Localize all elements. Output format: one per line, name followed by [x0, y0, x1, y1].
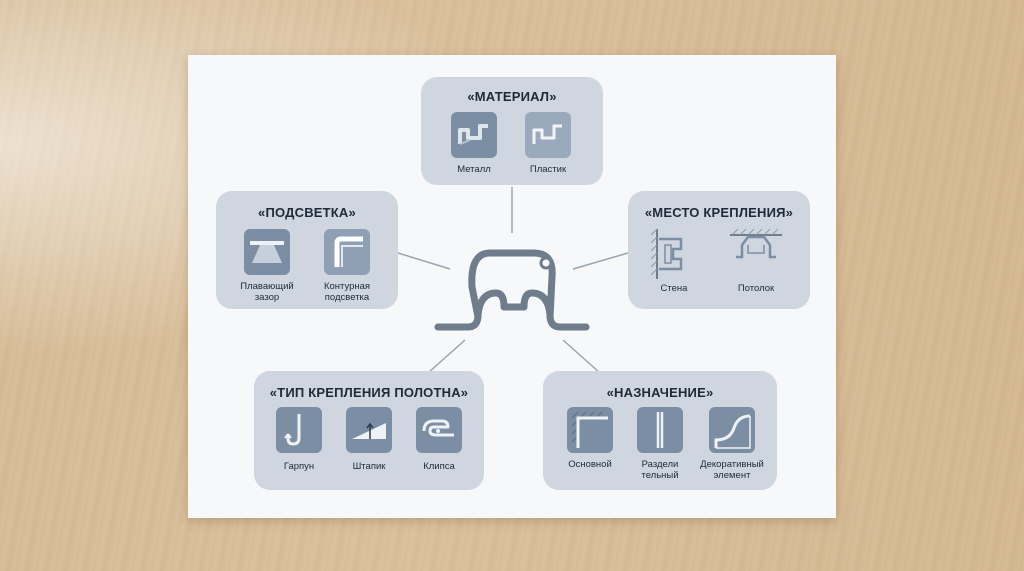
profile-icon: [434, 249, 590, 331]
mount-place-title: «МЕСТО КРЕПЛЕНИЯ»: [644, 205, 794, 220]
mount-place-card: «МЕСТО КРЕПЛЕНИЯ» Стена: [628, 191, 810, 309]
material-title: «МАТЕРИАЛ»: [467, 89, 557, 104]
material-item-label: Металл: [457, 164, 491, 175]
metal-profile-icon: [451, 112, 497, 158]
material-item-label: Пластик: [529, 164, 567, 175]
purpose-item-label: Основной: [568, 459, 612, 470]
lighting-title: «ПОДСВЕТКА»: [258, 205, 356, 220]
lighting-item-floating-gap[interactable]: Плавающий зазор: [232, 229, 302, 303]
ceiling-mount-icon: [726, 227, 786, 281]
clip-icon: [416, 407, 462, 453]
contour-light-icon: [324, 229, 370, 275]
purpose-title: «НАЗНАЧЕНИЕ»: [606, 385, 714, 400]
fastening-item-clip[interactable]: Клипса: [408, 407, 470, 472]
purpose-item-decorative[interactable]: Декоративный элемент: [693, 407, 771, 481]
purpose-card: «НАЗНАЧЕНИЕ» Основной Раздел: [543, 371, 777, 490]
connector-mount-place: [572, 252, 629, 270]
mount-place-item-label: Потолок: [737, 283, 775, 294]
fastening-item-bead[interactable]: Штапик: [338, 407, 400, 472]
mount-place-item-wall[interactable]: Стена: [644, 227, 704, 294]
connector-lines: [397, 187, 629, 374]
connector-fastening: [427, 339, 466, 374]
fastening-item-label: Клипса: [423, 461, 455, 472]
fastening-item-label: Штапик: [352, 461, 386, 472]
lighting-item-label: Плавающий зазор: [240, 281, 294, 303]
lighting-card: «ПОДСВЕТКА» Плавающий зазор Контурная по…: [216, 191, 398, 309]
purpose-item-label: Раздели тельный: [641, 459, 679, 481]
lighting-item-label: Контурная подсветка: [323, 281, 371, 303]
plastic-profile-icon: [525, 112, 571, 158]
diagram-sheet: «МАТЕРИАЛ» Металл Пластик «ПОДСВЕТКА»: [188, 55, 836, 518]
purpose-item-divider[interactable]: Раздели тельный: [629, 407, 691, 481]
decorative-element-icon: [709, 407, 755, 453]
fastening-card: «ТИП КРЕПЛЕНИЯ ПОЛОТНА» Гарпун Штапик: [254, 371, 484, 490]
material-item-metal[interactable]: Металл: [447, 112, 501, 175]
purpose-item-label: Декоративный элемент: [700, 459, 764, 481]
connector-lighting: [397, 252, 451, 270]
material-card: «МАТЕРИАЛ» Металл Пластик: [421, 77, 603, 185]
fastening-title: «ТИП КРЕПЛЕНИЯ ПОЛОТНА»: [269, 385, 469, 400]
mount-place-item-ceiling[interactable]: Потолок: [720, 227, 792, 294]
connector-purpose: [562, 339, 601, 374]
floating-gap-icon: [244, 229, 290, 275]
divider-profile-icon: [637, 407, 683, 453]
mount-place-item-label: Стена: [660, 283, 688, 294]
lighting-item-contour[interactable]: Контурная подсветка: [312, 229, 382, 303]
fastening-item-harpoon[interactable]: Гарпун: [268, 407, 330, 472]
purpose-item-main[interactable]: Основной: [559, 407, 621, 470]
material-item-plastic[interactable]: Пластик: [521, 112, 575, 175]
harpoon-icon: [276, 407, 322, 453]
bead-icon: [346, 407, 392, 453]
main-profile-icon: [567, 407, 613, 453]
fastening-item-label: Гарпун: [283, 461, 315, 472]
wall-mount-icon: [650, 227, 697, 281]
